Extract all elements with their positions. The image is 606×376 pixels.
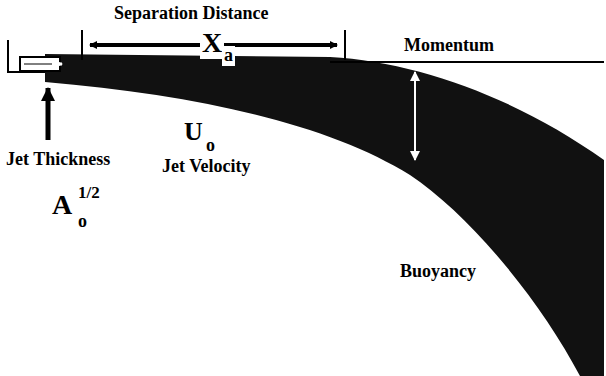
nozzle-arrow-shaft — [24, 64, 52, 65]
axis-label: Jet Thickness — [4, 150, 112, 170]
axis-label: Momentum — [402, 36, 496, 56]
jet-velocity-arrow — [24, 63, 62, 66]
symbol: U — [182, 118, 205, 147]
subscript: a — [222, 46, 235, 66]
momentum-line — [330, 61, 604, 63]
superscript: 1/2 — [76, 184, 102, 203]
subscript: o — [204, 136, 217, 156]
buoyancy-arrow — [414, 72, 416, 160]
axis-label: Buoyancy — [398, 262, 478, 282]
axis-label: Separation Distance — [112, 4, 271, 24]
axis-label: Jet Velocity — [160, 157, 252, 177]
symbol: A — [50, 190, 74, 221]
symbol: X — [200, 28, 224, 59]
jet-plume — [45, 54, 604, 376]
thickness-arrow — [46, 88, 51, 140]
dimension-tick — [344, 30, 346, 60]
dimension-tick — [81, 30, 83, 60]
subscript: o — [76, 212, 89, 232]
